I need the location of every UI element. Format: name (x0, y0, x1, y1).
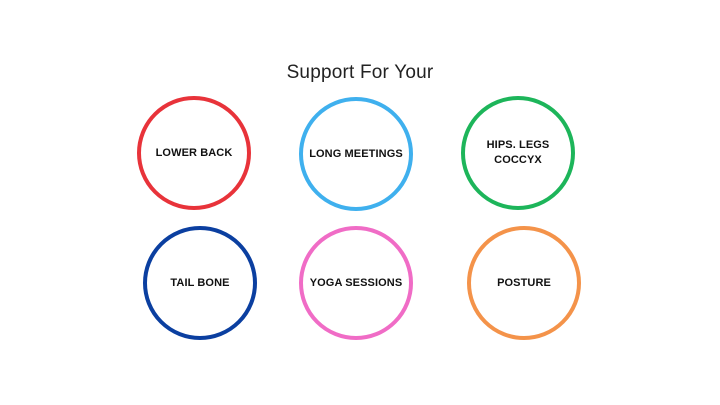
circle-long-meetings: LONG MEETINGS (299, 97, 413, 211)
circle-label: TAIL BONE (170, 276, 230, 289)
circle-label: HIPS. LEGS COCCYX (486, 139, 550, 166)
circle-hips-legs-coccyx: HIPS. LEGS COCCYX (461, 96, 575, 210)
page-title: Support For Your (286, 62, 434, 83)
circle-label: LOWER BACK (155, 146, 233, 159)
circle-lower-back: LOWER BACK (137, 96, 251, 210)
circle-posture: POSTURE (467, 226, 581, 340)
circle-label: LONG MEETINGS (309, 147, 403, 160)
circle-label: YOGA SESSIONS (309, 276, 403, 289)
circle-tail-bone: TAIL BONE (143, 226, 257, 340)
circle-yoga-sessions: YOGA SESSIONS (299, 226, 413, 340)
circle-label: POSTURE (497, 276, 551, 289)
